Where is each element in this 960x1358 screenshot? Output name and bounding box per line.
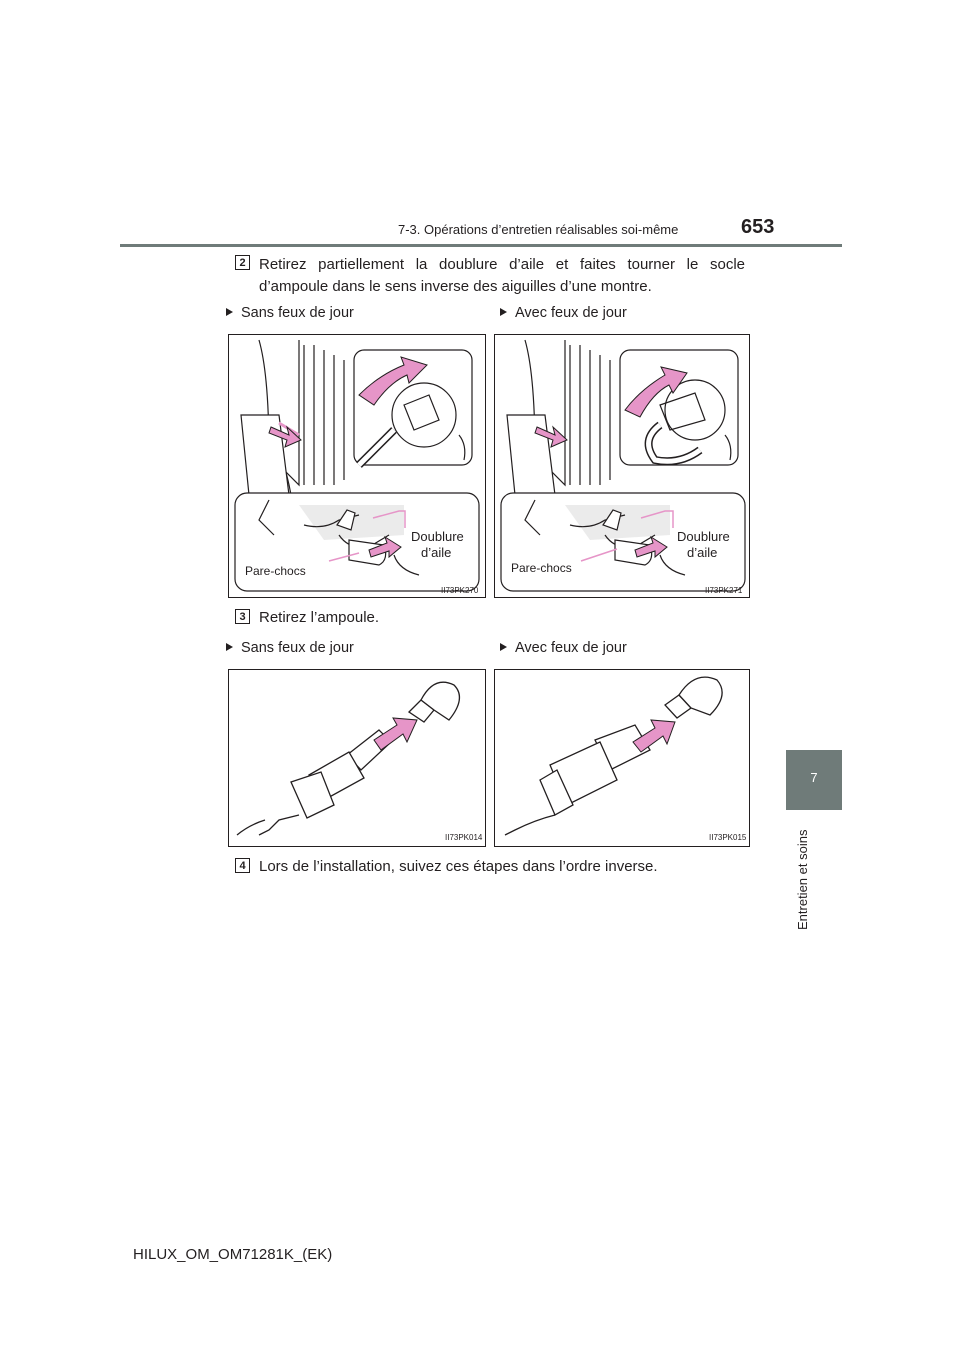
label-bumper-2: Pare-chocs <box>511 561 572 575</box>
socket-illustration-no-drl: Doublure d’aile Pare-chocs II73PK270 <box>234 339 480 595</box>
step-4-text: Lors de l’installation, suivez ces étape… <box>259 858 658 875</box>
label-fender-liner-2b: d’aile <box>687 545 717 560</box>
document-id: HILUX_OM_OM71281K_(EK) <box>133 1246 333 1263</box>
step-2-badge: 2 <box>235 255 250 270</box>
socket-illustration-drl: Doublure d’aile Pare-chocs II73PK271 <box>500 339 746 595</box>
caption-no-drl-1: Sans feux de jour <box>226 305 354 321</box>
page-number: 653 <box>741 216 775 238</box>
figure-code-4: II73PK015 <box>709 833 747 842</box>
chapter-label-text: Entretien et soins <box>795 829 810 930</box>
figure-socket-drl: Doublure d’aile Pare-chocs II73PK271 <box>494 334 750 598</box>
figure-bulb-drl: II73PK015 <box>494 669 750 847</box>
chapter-label: Entretien et soins <box>795 820 810 930</box>
bullet-triangle-icon <box>226 643 233 651</box>
label-bumper-1: Pare-chocs <box>245 564 306 578</box>
bullet-triangle-icon <box>226 308 233 316</box>
section-title: 7-3. Opérations d’entretien réalisables … <box>398 222 679 237</box>
bullet-triangle-icon <box>500 308 507 316</box>
figure-code-3: II73PK014 <box>445 833 483 842</box>
bulb-illustration-no-drl: II73PK014 <box>236 681 483 842</box>
figure-socket-no-drl: Doublure d’aile Pare-chocs II73PK270 <box>228 334 486 598</box>
label-fender-liner-1b: d’aile <box>421 545 451 560</box>
caption-drl-1: Avec feux de jour <box>500 305 627 321</box>
step-2-text-line2: d’ampoule dans le sens inverse des aigui… <box>259 278 652 295</box>
step-4-badge: 4 <box>235 858 250 873</box>
figure-code-2: II73PK271 <box>705 586 743 595</box>
chapter-number: 7 <box>810 770 818 785</box>
label-fender-liner-1: Doublure <box>411 529 464 544</box>
bullet-triangle-icon <box>500 643 507 651</box>
figure-bulb-no-drl: II73PK014 <box>228 669 486 847</box>
header-rule <box>120 244 842 247</box>
step-3-badge: 3 <box>235 609 250 624</box>
caption-no-drl-2: Sans feux de jour <box>226 640 354 656</box>
bulb-illustration-drl: II73PK015 <box>504 676 747 842</box>
chapter-tab <box>786 750 842 810</box>
figure-code-1: II73PK270 <box>441 586 479 595</box>
step-2-text-line1: Retirez partiellement la doublure d’aile… <box>259 256 745 273</box>
label-fender-liner-2: Doublure <box>677 529 730 544</box>
step-3-text: Retirez l’ampoule. <box>259 609 380 626</box>
caption-drl-2: Avec feux de jour <box>500 640 627 656</box>
